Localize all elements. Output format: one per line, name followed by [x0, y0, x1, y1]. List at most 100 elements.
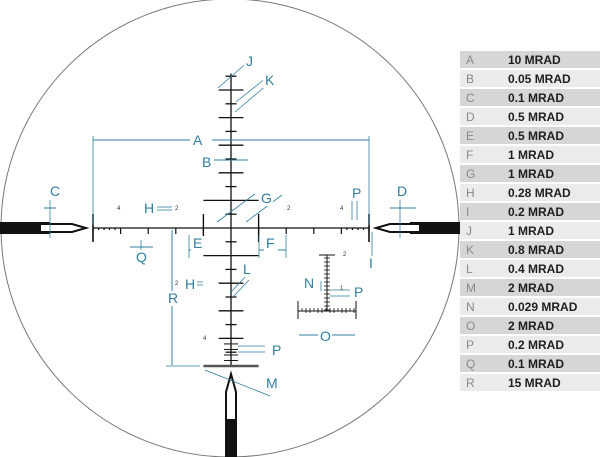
legend-value: 0.1 MRAD: [502, 353, 600, 373]
dimension-label-r: R: [168, 290, 178, 306]
dimension-label-p: P: [352, 185, 361, 201]
k-leader: [234, 83, 269, 113]
label-backdrop: [244, 54, 258, 69]
label-backdrop: [318, 329, 332, 344]
legend-key: R: [460, 372, 502, 391]
reticle-number: 4: [117, 206, 121, 212]
left-post-tip: [39, 223, 90, 233]
label-backdrop: [259, 191, 273, 206]
legend-value: 0.029 MRAD: [502, 296, 600, 316]
bottom-post: [225, 420, 237, 457]
legend-value: 1 MRAD: [502, 144, 600, 164]
legend-value: 0.4 MRAD: [502, 258, 600, 278]
dimension-label-j: J: [246, 53, 253, 69]
dimension-label-a: A: [193, 132, 203, 148]
dimension-label-g: G: [261, 190, 272, 206]
label-backdrop: [166, 291, 180, 306]
k-leader: [235, 77, 267, 103]
label-backdrop: [395, 184, 409, 199]
legend-value: 0.5 MRAD: [502, 106, 600, 126]
dimension-label-p: P: [272, 342, 281, 358]
legend-value: 2 MRAD: [502, 277, 600, 297]
legend-value: 0.2 MRAD: [502, 201, 600, 221]
dimension-label-b: B: [202, 154, 211, 170]
label-backdrop: [367, 256, 381, 271]
dimension-label-h: H: [185, 276, 195, 292]
label-backdrop: [263, 73, 277, 88]
reticle-number: 2: [287, 206, 291, 212]
legend-key: N: [460, 296, 502, 316]
label-backdrop: [302, 276, 316, 291]
legend-value: 10 MRAD: [502, 49, 600, 69]
label-backdrop: [142, 201, 156, 216]
label-backdrop: [350, 186, 364, 201]
dimension-label-l: L: [243, 261, 251, 277]
legend-value: 0.28 MRAD: [502, 182, 600, 202]
l-leader: [232, 279, 250, 298]
legend-value: 2 MRAD: [502, 315, 600, 335]
l-leader: [229, 275, 247, 294]
dimension-label-m: M: [266, 375, 278, 391]
legend-key: I: [460, 201, 502, 221]
legend-key: Q: [460, 353, 502, 373]
legend-key: P: [460, 334, 502, 354]
label-backdrop: [191, 133, 205, 148]
label-backdrop: [200, 155, 214, 170]
bottom-post-tip: [225, 370, 237, 421]
left-post: [0, 222, 50, 234]
legend-key: F: [460, 144, 502, 164]
legend-key: G: [460, 163, 502, 183]
legend-value: 0.2 MRAD: [502, 334, 600, 354]
legend-value: 0.1 MRAD: [502, 87, 600, 107]
label-backdrop: [48, 184, 62, 199]
legend-key: A: [460, 49, 502, 69]
label-backdrop: [264, 376, 278, 391]
m-leader: [204, 369, 271, 397]
right-post: [410, 222, 460, 234]
reticle-number: 2: [175, 206, 179, 212]
label-backdrop: [270, 343, 284, 358]
dimension-label-i: I: [369, 255, 373, 271]
legend-key: C: [460, 87, 502, 107]
legend-value: 1 MRAD: [502, 220, 600, 240]
legend-key: E: [460, 125, 502, 145]
label-backdrop: [191, 236, 205, 251]
label-backdrop: [241, 262, 255, 277]
reticle-number: 2: [343, 252, 347, 258]
legend-value: 1 MRAD: [502, 163, 600, 183]
legend-value: 15 MRAD: [502, 372, 600, 391]
legend-key: K: [460, 239, 502, 259]
dimension-label-k: K: [265, 72, 275, 88]
g-leader: [216, 193, 256, 223]
dimension-label-n: N: [304, 275, 314, 291]
dimension-label-o: O: [320, 328, 331, 344]
reticle-number: 2: [175, 281, 179, 287]
legend-value: 0.05 MRAD: [502, 68, 600, 88]
legend-key: D: [460, 106, 502, 126]
right-post-tip: [372, 223, 421, 233]
dimension-label-q: Q: [136, 249, 147, 265]
reticle-number: 4: [203, 336, 207, 342]
legend-key: M: [460, 277, 502, 297]
legend-value: 0.5 MRAD: [502, 125, 600, 145]
dimension-label-d: D: [397, 183, 407, 199]
legend-value: 0.8 MRAD: [502, 239, 600, 259]
dimension-label-e: E: [193, 235, 202, 251]
legend-key: J: [460, 220, 502, 240]
label-backdrop: [183, 277, 197, 292]
legend-key: H: [460, 182, 502, 202]
